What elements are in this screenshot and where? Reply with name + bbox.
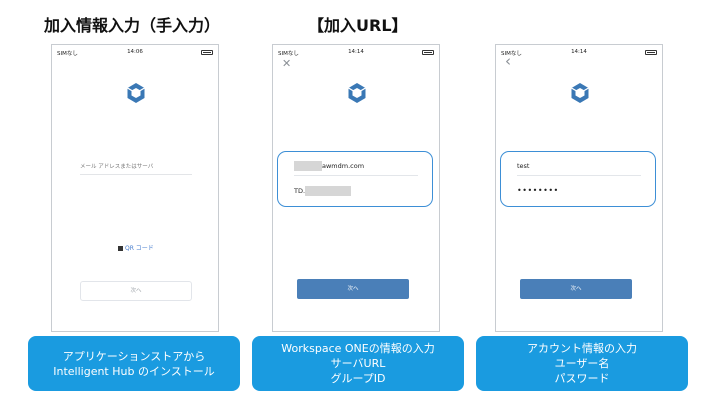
heading-enrollment-url: 【加入URL】 (308, 16, 408, 35)
group-id-field[interactable]: TD. (294, 181, 418, 201)
phone-screen-enrollment-url: SIMなし 14:14 ✕ awmdm.com TD. 次へ (272, 44, 440, 332)
qr-code-label: QR コード (125, 245, 154, 252)
callout-line: Workspace ONEの情報の入力 (281, 342, 435, 355)
next-button[interactable]: 次へ (297, 279, 409, 299)
server-url-field[interactable]: awmdm.com (294, 156, 418, 176)
password-field[interactable]: •••••••• (517, 186, 559, 195)
workspace-one-logo-icon (348, 83, 366, 103)
server-url-suffix: awmdm.com (322, 162, 365, 170)
clock-label: 14:06 (127, 49, 143, 55)
callout-line: Intelligent Hub のインストール (53, 364, 215, 378)
next-button[interactable]: 次へ (80, 281, 192, 301)
battery-icon (645, 50, 657, 55)
back-icon[interactable]: ‹ (505, 52, 511, 70)
callout-workspace-info: Workspace ONEの情報の入力 サーバURL グループID (252, 336, 464, 391)
callout-account-info: アカウント情報の入力 ユーザー名 パスワード (476, 336, 688, 391)
callout-line: グループID (330, 372, 386, 385)
callout-line: アプリケーションストアから (62, 349, 206, 363)
phone-screen-server-entry: SIMなし 14:06 QR コード 次へ (51, 44, 219, 332)
status-bar: SIMなし 14:14 (278, 49, 434, 57)
server-group-input-box: awmdm.com TD. (277, 151, 433, 207)
carrier-label: SIMなし (501, 51, 522, 57)
carrier-label: SIMなし (57, 51, 78, 57)
callout-line: ユーザー名 (554, 357, 610, 370)
workspace-one-logo-icon (571, 83, 589, 103)
workspace-one-logo-icon (127, 83, 145, 103)
redacted-block (305, 186, 352, 196)
status-bar: SIMなし 14:14 (501, 49, 657, 57)
qr-code-icon (118, 246, 123, 251)
username-field[interactable]: test (517, 156, 641, 176)
clock-label: 14:14 (571, 49, 587, 55)
clock-label: 14:14 (348, 49, 364, 55)
close-icon[interactable]: ✕ (282, 57, 292, 70)
group-id-prefix: TD. (294, 187, 306, 195)
qr-code-link[interactable]: QR コード (118, 243, 154, 252)
battery-icon (422, 50, 434, 55)
carrier-label: SIMなし (278, 51, 299, 57)
status-bar: SIMなし 14:06 (57, 49, 213, 57)
callout-line: パスワード (554, 372, 610, 385)
callout-app-install: アプリケーションストアから Intelligent Hub のインストール (28, 336, 240, 391)
next-button[interactable]: 次へ (520, 279, 632, 299)
callout-line: サーバURL (330, 357, 386, 370)
credentials-input-box: test •••••••• (500, 151, 656, 207)
heading-manual-enrollment: 加入情報入力（手入力） (44, 16, 221, 35)
battery-icon (201, 50, 213, 55)
callout-line: アカウント情報の入力 (527, 342, 637, 355)
redacted-block (294, 161, 322, 171)
email-server-input[interactable] (80, 159, 192, 175)
phone-screen-account-credentials: SIMなし 14:14 ‹ test •••••••• 次へ (495, 44, 663, 332)
